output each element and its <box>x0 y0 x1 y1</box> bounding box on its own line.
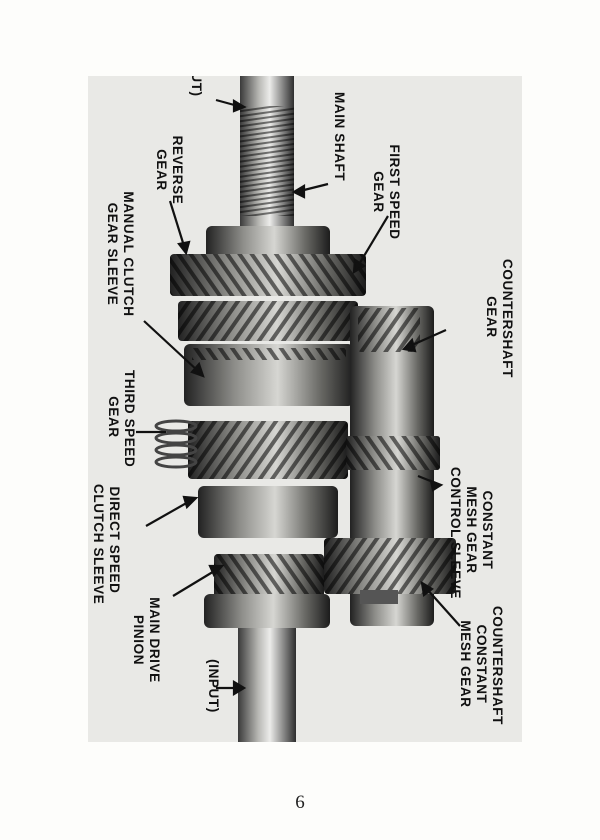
label-manual-clutch-gear-sleeve: MANUAL CLUTCH GEAR SLEEVE <box>105 191 136 317</box>
countershaft-constant-mesh-gear-teeth <box>324 538 456 594</box>
input-shaft <box>238 621 296 742</box>
label-constant-mesh-gear-control-sleeve: CONSTANT MESH GEAR CONTROL SLEEVE <box>448 467 495 599</box>
label-input: (INPUT) <box>206 659 221 713</box>
springs <box>154 419 198 469</box>
label-first-speed-gear: FIRST SPEED GEAR <box>371 144 402 240</box>
label-countershaft-gear: COUNTERSHAFT GEAR <box>484 259 515 378</box>
manual-clutch-sleeve-splines <box>192 348 346 360</box>
transmission-illustration <box>136 76 461 742</box>
label-reverse-gear: REVERSE GEAR <box>154 135 185 205</box>
countershaft-gear <box>358 308 420 352</box>
transmission-photo: (OUTPUT) MAIN SHAFT REVERSE GEAR FIRST S… <box>88 76 522 742</box>
label-output: (OUTPUT) <box>188 76 204 97</box>
label-third-speed-gear: THIRD SPEED GEAR <box>106 370 137 468</box>
output-shaft-thread <box>240 106 294 216</box>
main-drive-pinion-teeth <box>214 554 324 598</box>
label-countershaft-constant-mesh-gear: COUNTERSHAFT CONSTANT MESH GEAR <box>458 606 505 725</box>
page-number: 6 <box>295 792 305 813</box>
countershaft-mid-gear-teeth <box>346 436 440 470</box>
reverse-gear-teeth <box>170 254 366 296</box>
leader-lines <box>136 98 461 696</box>
label-direct-speed-clutch-sleeve: DIRECT SPEED CLUTCH SLEEVE <box>91 484 122 605</box>
direct-speed-clutch-sleeve <box>198 486 338 538</box>
first-speed-gear-teeth <box>178 301 358 341</box>
label-main-drive-pinion: MAIN DRIVE PINION <box>131 597 162 683</box>
third-speed-gear-teeth <box>188 421 348 479</box>
input-bearing <box>204 594 330 628</box>
countershaft-end <box>360 590 398 604</box>
label-main-shaft: MAIN SHAFT <box>332 92 347 182</box>
